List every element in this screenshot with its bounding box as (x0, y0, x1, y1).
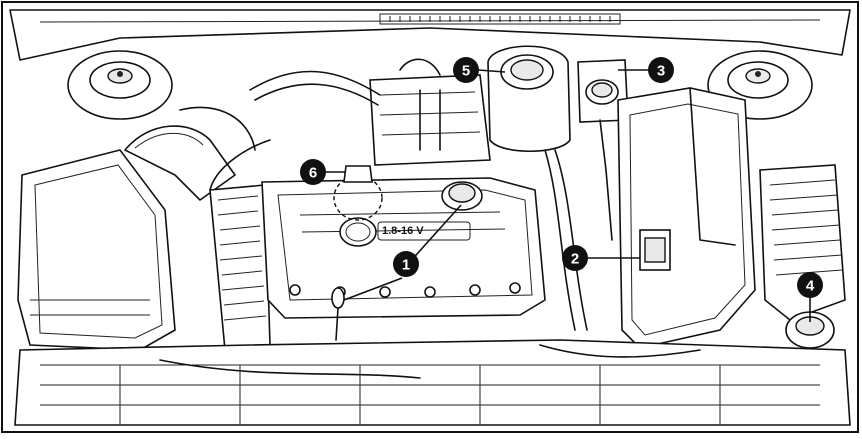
oil-filler-cap (441, 181, 483, 211)
callout-6: 6 (300, 159, 326, 185)
callout-2: 2 (562, 245, 588, 271)
front-crossmember (14, 339, 851, 426)
battery-cover (617, 87, 756, 349)
callout-3-label: 3 (657, 63, 665, 80)
callout-6-label: 6 (309, 165, 317, 182)
callout-3: 3 (648, 57, 674, 83)
valve-cover: 1.8-16 V (261, 177, 546, 319)
hoses (209, 119, 613, 331)
air-filter-box (17, 125, 236, 351)
callout-1: 1 (393, 251, 419, 277)
engine-cover-label: 1.8-16 V (382, 225, 424, 237)
dipstick (331, 287, 345, 341)
callout-5-label: 5 (462, 63, 470, 80)
callout-5: 5 (453, 57, 479, 83)
power-steering-reservoir (333, 165, 383, 221)
fuse-box (759, 164, 846, 321)
callout-4: 4 (797, 272, 823, 298)
upper-manifold (179, 58, 491, 166)
leader-1b (343, 277, 403, 301)
callout-1-label: 1 (402, 257, 410, 274)
leader-1 (407, 204, 462, 265)
leader-lines (326, 69, 811, 322)
left-strut-tower (67, 50, 173, 120)
coolant-expansion-tank (487, 45, 571, 153)
hood-edge (9, 9, 851, 61)
callout-2-label: 2 (571, 251, 579, 268)
leader-5 (477, 69, 506, 73)
callout-4-label: 4 (806, 278, 815, 295)
